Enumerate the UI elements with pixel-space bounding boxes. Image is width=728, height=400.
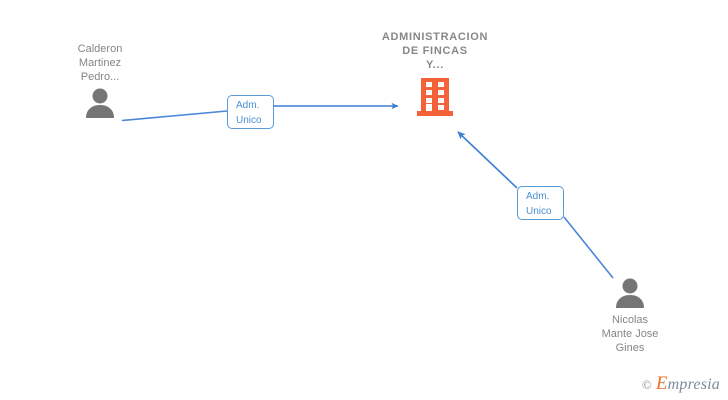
person-icon: [616, 278, 644, 308]
brand-initial: E: [655, 373, 668, 394]
person-name: Calderon Martinez Pedro...: [77, 43, 123, 83]
person-node-left[interactable]: Calderon Martinez Pedro...: [30, 42, 170, 118]
relation-label-left[interactable]: Adm. Unico: [227, 95, 274, 129]
watermark: © Empresia: [642, 373, 720, 395]
person-name: Nicolas Mante Jose Gines: [601, 314, 659, 354]
edge-right-label-to-company: [457, 131, 518, 189]
brand-logo: Empresia: [656, 373, 720, 395]
company-node[interactable]: ADMINISTRACION DE FINCAS Y...: [355, 30, 515, 116]
person-node-right[interactable]: Nicolas Mante Jose Gines: [560, 278, 700, 355]
edge-left-person-to-label: [121, 110, 228, 122]
relation-label-right[interactable]: Adm. Unico: [517, 186, 564, 220]
copyright-icon: ©: [641, 377, 652, 392]
person-icon: [86, 88, 114, 118]
brand-rest: mpresia: [667, 376, 720, 393]
edge-right-person-to-label: [563, 216, 614, 279]
company-title: ADMINISTRACION DE FINCAS Y...: [381, 31, 489, 71]
building-icon: [417, 78, 453, 116]
